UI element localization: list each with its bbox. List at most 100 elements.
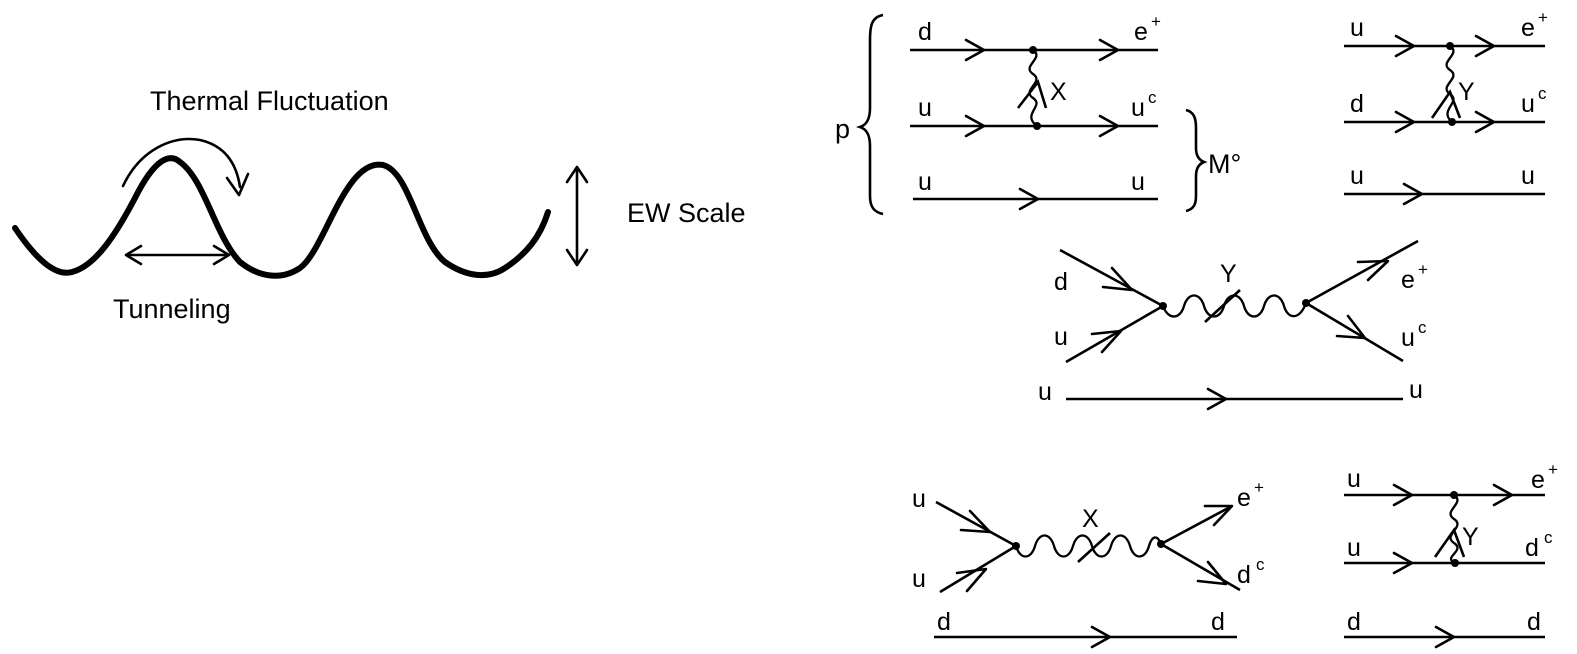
label-u: u (1401, 324, 1415, 352)
diagram-3: Y d u e + u c u u (1038, 239, 1428, 411)
arrow (964, 38, 986, 62)
outgoing-antiquark (1160, 542, 1241, 592)
label-d: d (1350, 90, 1364, 118)
arrow (1394, 110, 1416, 134)
arrow (1492, 483, 1514, 507)
label-sup: c (1256, 555, 1265, 574)
arrow (1098, 38, 1120, 62)
label-d: d (937, 608, 951, 636)
label-u: u (1038, 378, 1052, 406)
label-u: u (912, 565, 926, 593)
meson-brace (1185, 108, 1208, 213)
potential-curve (12, 155, 551, 279)
label-sup: + (1254, 478, 1264, 497)
label-u: u (918, 168, 932, 196)
label-u: u (1347, 465, 1361, 493)
arrow (1392, 483, 1414, 507)
label-d: d (1347, 608, 1361, 636)
arrow (1206, 387, 1228, 411)
diagram-5: Y u e + u d c d d (1344, 460, 1558, 649)
diagram-1: p M° X d e + u u c u u (835, 12, 1241, 216)
label-u: u (912, 485, 926, 513)
boson-vertex-mark (1430, 89, 1462, 119)
label-sup: + (1151, 12, 1161, 31)
diagram-4: X u u e + d c d d (912, 478, 1265, 649)
label-u: u (1131, 168, 1145, 196)
boson-propagator (1014, 534, 1163, 558)
arrow (1434, 625, 1456, 649)
tunneling-label: Tunneling (113, 294, 231, 324)
boson-vertex-mark (1016, 79, 1048, 109)
label-d: d (1237, 561, 1251, 589)
thermal-arrowhead (225, 172, 250, 197)
arrow (1203, 504, 1234, 527)
thermal-label: Thermal Fluctuation (150, 86, 389, 116)
label-d: d (1054, 268, 1068, 296)
incoming-quark-1 (1059, 248, 1164, 308)
diagram-2: Y u e + d u c u u (1344, 8, 1548, 206)
arrow (955, 567, 988, 593)
boson-label: Y (1462, 523, 1479, 551)
label-sup: c (1418, 318, 1427, 337)
arrow (959, 509, 992, 534)
boson-label: X (1050, 78, 1067, 106)
arrow (1474, 34, 1496, 58)
boson-cut-mark (1204, 289, 1241, 323)
boson-propagator (1028, 49, 1038, 127)
label-e: e (1237, 484, 1251, 512)
label-e: e (1531, 466, 1545, 494)
boson-label: Y (1220, 260, 1237, 288)
arrow (1402, 182, 1424, 206)
arrow (1356, 259, 1390, 282)
scale-arrowhead-bottom (565, 248, 589, 267)
arrow (1098, 114, 1120, 138)
boson-label: Y (1458, 78, 1475, 106)
label-d: d (1525, 534, 1539, 562)
label-u: u (1350, 162, 1364, 190)
label-e: e (1401, 266, 1415, 294)
label-sup: + (1538, 8, 1548, 27)
proton-brace (855, 13, 884, 216)
label-u: u (1347, 534, 1361, 562)
label-u: u (1521, 162, 1535, 190)
boson-cut-mark (1077, 532, 1111, 563)
label-sup: c (1538, 84, 1547, 103)
label-u: u (918, 94, 932, 122)
outgoing-antiquark (1305, 301, 1404, 363)
proton-label: p (835, 114, 850, 144)
incoming-quark-2 (1065, 304, 1164, 364)
label-sup: c (1148, 88, 1157, 107)
incoming-quark-1 (935, 500, 1017, 548)
label-sup: c (1544, 528, 1553, 547)
label-u: u (1054, 323, 1068, 351)
scale-arrowhead-top (565, 165, 589, 184)
label-u: u (1131, 94, 1145, 122)
label-sup: + (1548, 460, 1558, 479)
outgoing-lepton (1305, 239, 1419, 305)
potential-panel: Thermal Fluctuation Tunneling EW Scale (12, 86, 746, 324)
arrow (1392, 551, 1414, 575)
label-d: d (1527, 608, 1541, 636)
arrow (1101, 266, 1134, 292)
label-sup: + (1418, 260, 1428, 279)
label-u: u (1521, 90, 1535, 118)
tunneling-arrowhead-left (124, 244, 143, 266)
tunneling-arrowhead-right (212, 244, 231, 266)
arrow (1394, 34, 1416, 58)
arrow (1196, 560, 1228, 586)
scale-label: EW Scale (627, 198, 746, 228)
boson-label: X (1082, 505, 1099, 533)
label-d: d (1211, 608, 1225, 636)
boson-propagator (1161, 294, 1308, 318)
arrow (1018, 187, 1040, 211)
meson-label: M° (1208, 149, 1241, 179)
boson-propagator (1445, 45, 1455, 123)
arrow (1090, 329, 1123, 354)
label-d: d (918, 18, 932, 46)
label-u: u (1409, 376, 1423, 404)
arrow (1090, 625, 1112, 649)
arrow (1474, 110, 1496, 134)
thermal-arrow (121, 137, 242, 189)
